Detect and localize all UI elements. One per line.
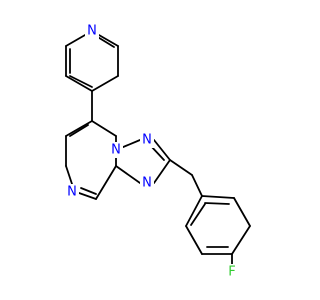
double-bond-inner-line (69, 75, 93, 88)
atom-label-layer: N N N N N F (65, 23, 239, 280)
bond-line (185, 195, 203, 227)
bond-line (91, 120, 117, 137)
atom-label-n1: N (111, 143, 121, 158)
double-bond-inner-line (190, 203, 206, 226)
atom-label-n4: N (67, 185, 77, 200)
bond-line (169, 159, 193, 176)
bond-line (65, 75, 93, 92)
atom-n2: N (140, 132, 154, 148)
bond-line (95, 165, 117, 200)
bond-layer (65, 30, 251, 265)
atom-f: F (225, 264, 239, 280)
bond-line (185, 225, 203, 255)
atom-n4: N (65, 184, 79, 200)
bond-line (65, 165, 73, 185)
bond-line (231, 225, 251, 255)
bond-line (65, 120, 93, 137)
bond-line (91, 75, 119, 92)
atom-n3: N (140, 175, 154, 191)
molecule-structure: N N N N N F (65, 23, 251, 280)
double-bond-inner-line (80, 187, 97, 195)
bond-line (201, 195, 235, 199)
bond-line (153, 139, 171, 161)
double-bond-inner-line (204, 202, 230, 205)
double-bond-inner-line (69, 124, 89, 137)
atom-label-f: F (228, 265, 235, 280)
bond-line (233, 197, 251, 227)
bond-line (191, 174, 203, 197)
atom-n1: N (109, 142, 123, 158)
atom-n-pyridine: N (85, 23, 99, 39)
atom-label-n-pyridine: N (87, 24, 97, 39)
bond-line (115, 165, 141, 184)
atom-label-n2: N (142, 133, 152, 148)
bond-line (78, 192, 97, 200)
atom-label-n3: N (142, 176, 152, 191)
molecule-diagram: N N N N N F (65, 23, 251, 280)
bond-line (153, 159, 171, 184)
